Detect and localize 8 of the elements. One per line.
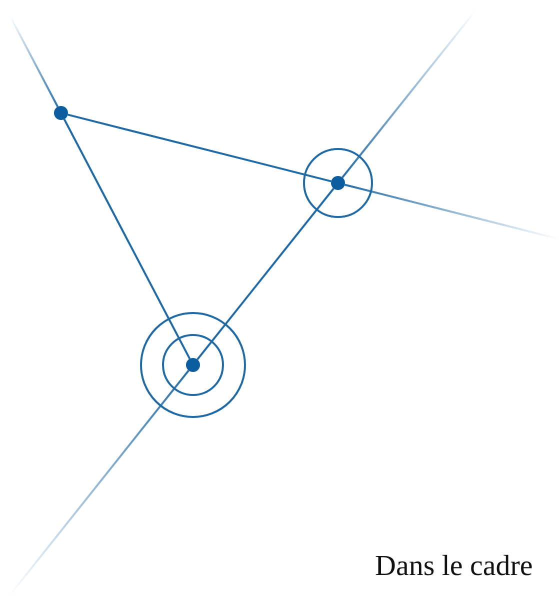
dot <box>331 176 345 190</box>
connector-line <box>9 16 59 108</box>
dot <box>186 358 200 372</box>
connector-line <box>196 188 334 360</box>
connector-line <box>68 114 332 182</box>
connector-line <box>63 118 191 360</box>
text-fragment: Dans le cadre <box>375 550 533 583</box>
dot <box>54 106 68 120</box>
